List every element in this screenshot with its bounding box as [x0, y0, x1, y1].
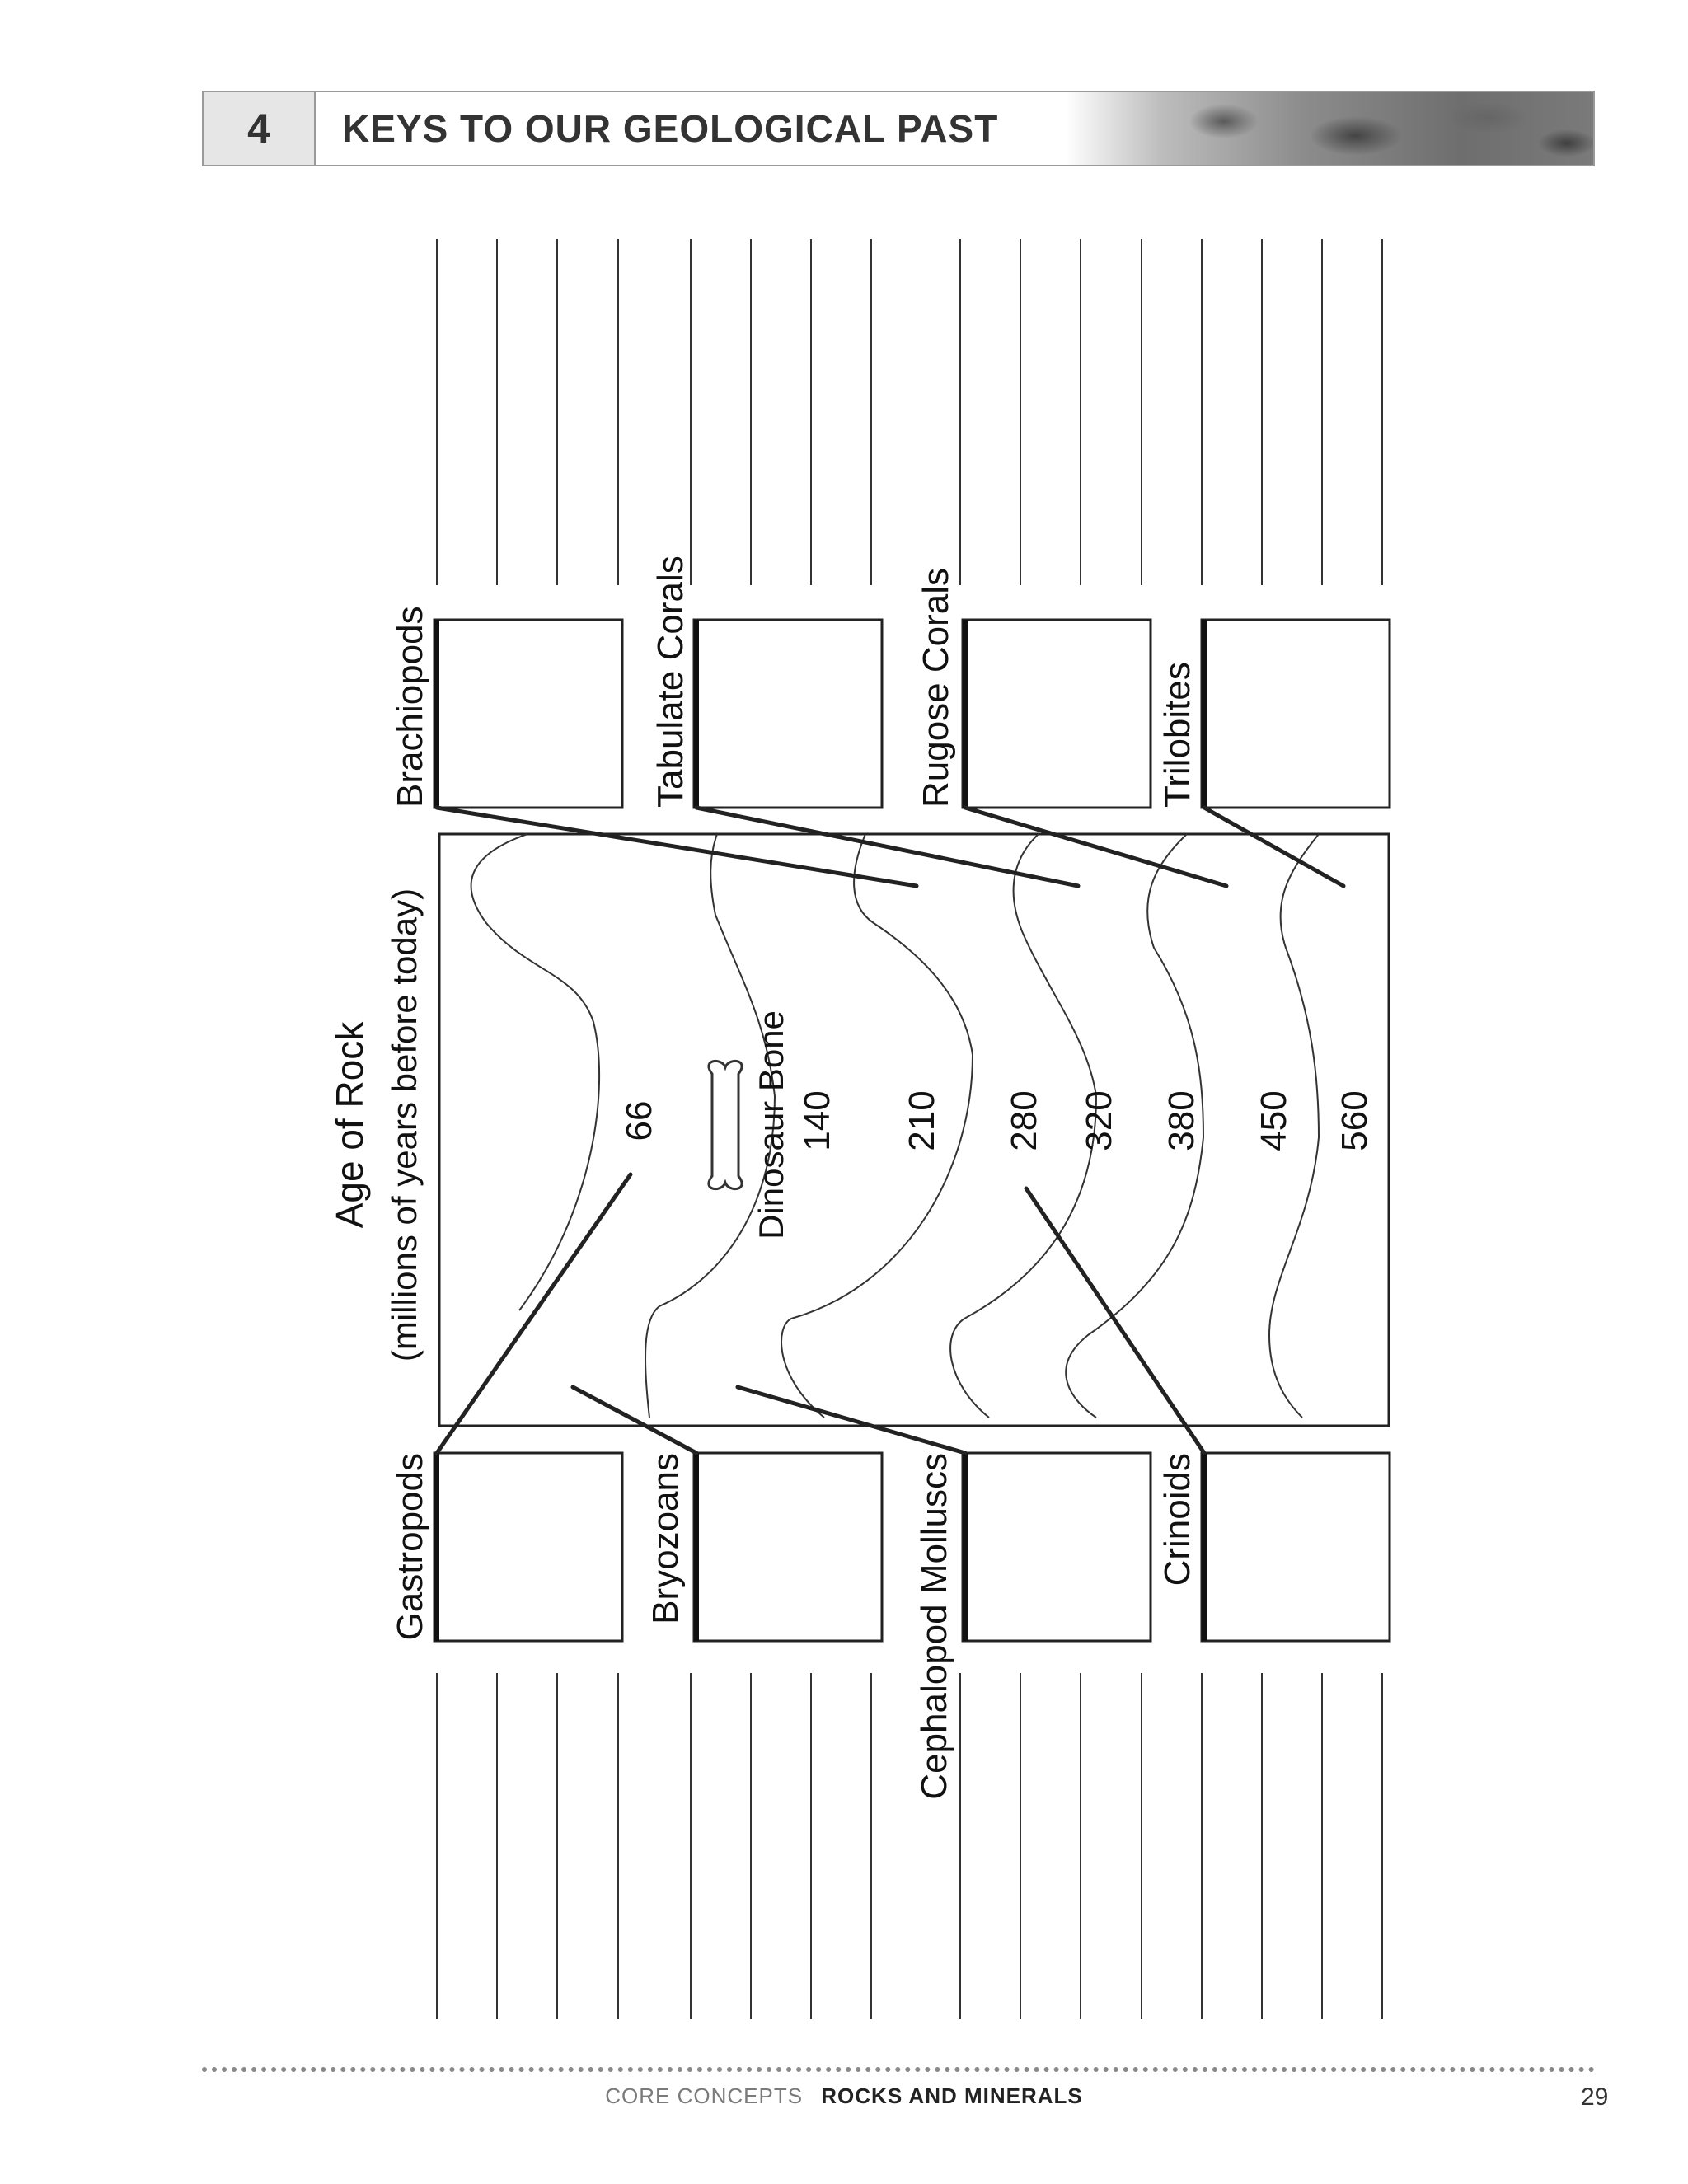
layer-boundary-380 — [1268, 833, 1320, 1418]
connector-crinoids — [1024, 1186, 1207, 1455]
drawing-box-trilobites[interactable] — [1200, 618, 1391, 809]
chapter-title: KEYS TO OUR GEOLOGICAL PAST — [342, 107, 999, 150]
footer-course: CORE CONCEPTS — [605, 2083, 804, 2108]
drawing-box-tabulate-corals[interactable] — [692, 618, 884, 809]
label-brachiopods: Brachiopods — [390, 606, 430, 808]
bottom-fossil-labels: Gastropods Bryozoans Cephalopod Molluscs… — [390, 1453, 1198, 1800]
age-label-210: 210 — [902, 1090, 942, 1151]
label-cephalopod-molluscs: Cephalopod Molluscs — [914, 1453, 954, 1800]
connector-bryozoans — [570, 1385, 699, 1455]
age-label-280: 280 — [1004, 1090, 1044, 1151]
rock-layers-frame — [438, 832, 1390, 1427]
drawing-box-bryozoans[interactable] — [692, 1451, 884, 1643]
age-label-140: 140 — [797, 1090, 837, 1151]
age-label-380: 380 — [1161, 1090, 1202, 1151]
layer-boundary-140 — [645, 833, 776, 1418]
label-bryozoans: Bryozoans — [645, 1453, 686, 1624]
age-label-66: 66 — [619, 1101, 659, 1141]
label-trilobites: Trilobites — [1157, 662, 1198, 808]
layer-boundary-320 — [1065, 833, 1205, 1418]
connector-rugose-corals — [963, 805, 1229, 888]
connector-cephalopod-molluscs — [735, 1385, 968, 1455]
page-number: 29 — [1581, 2083, 1609, 2111]
label-rugose-corals: Rugose Corals — [916, 568, 956, 808]
connector-gastropods — [434, 1172, 633, 1455]
rock-photo-banner — [1066, 92, 1593, 165]
age-label-320: 320 — [1079, 1090, 1119, 1151]
box-edge-accents — [434, 620, 1207, 1641]
layer-boundary-66 — [470, 833, 601, 1311]
drawing-box-rugose-corals[interactable] — [961, 618, 1152, 809]
dinosaur-bone-icon — [707, 1060, 743, 1190]
age-label-450: 450 — [1254, 1090, 1294, 1151]
drawing-boxes-top — [433, 618, 1391, 809]
layer-age-labels: 66 140 210 280 320 380 450 560 — [619, 1090, 1375, 1151]
label-tabulate-corals: Tabulate Corals — [650, 555, 691, 808]
connector-lines — [434, 805, 1346, 1455]
axis-subtitle: (millions of years before today) — [385, 888, 424, 1361]
layer-boundary-280 — [950, 833, 1098, 1418]
drawing-box-cephalopod-molluscs[interactable] — [961, 1451, 1152, 1643]
answer-lines-top — [436, 239, 1383, 585]
layer-boundary-210 — [781, 833, 974, 1418]
label-gastropods: Gastropods — [390, 1453, 430, 1640]
label-crinoids: Crinoids — [1157, 1453, 1198, 1586]
drawing-box-crinoids[interactable] — [1200, 1451, 1391, 1643]
drawing-box-brachiopods[interactable] — [433, 618, 624, 809]
dinosaur-bone-label: Dinosaur Bone — [752, 1010, 790, 1240]
axis-title: Age of Rock — [328, 1021, 371, 1229]
connector-tabulate-corals — [694, 805, 1081, 888]
connector-brachiopods — [434, 805, 919, 888]
footer-divider — [202, 2067, 1595, 2072]
footer: CORE CONCEPTS ROCKS AND MINERALS — [0, 2083, 1688, 2109]
drawing-box-gastropods[interactable] — [433, 1451, 624, 1643]
chapter-number: 4 — [204, 92, 316, 165]
connector-trilobites — [1202, 805, 1346, 888]
age-label-560: 560 — [1334, 1090, 1375, 1151]
footer-unit: ROCKS AND MINERALS — [821, 2083, 1083, 2108]
answer-lines-bottom — [436, 1673, 1383, 2019]
drawing-boxes-bottom — [433, 1451, 1391, 1643]
rock-layer-boundaries — [470, 833, 1320, 1418]
chapter-header: 4 KEYS TO OUR GEOLOGICAL PAST — [202, 91, 1595, 166]
top-fossil-labels: Brachiopods Tabulate Corals Rugose Coral… — [390, 555, 1198, 808]
